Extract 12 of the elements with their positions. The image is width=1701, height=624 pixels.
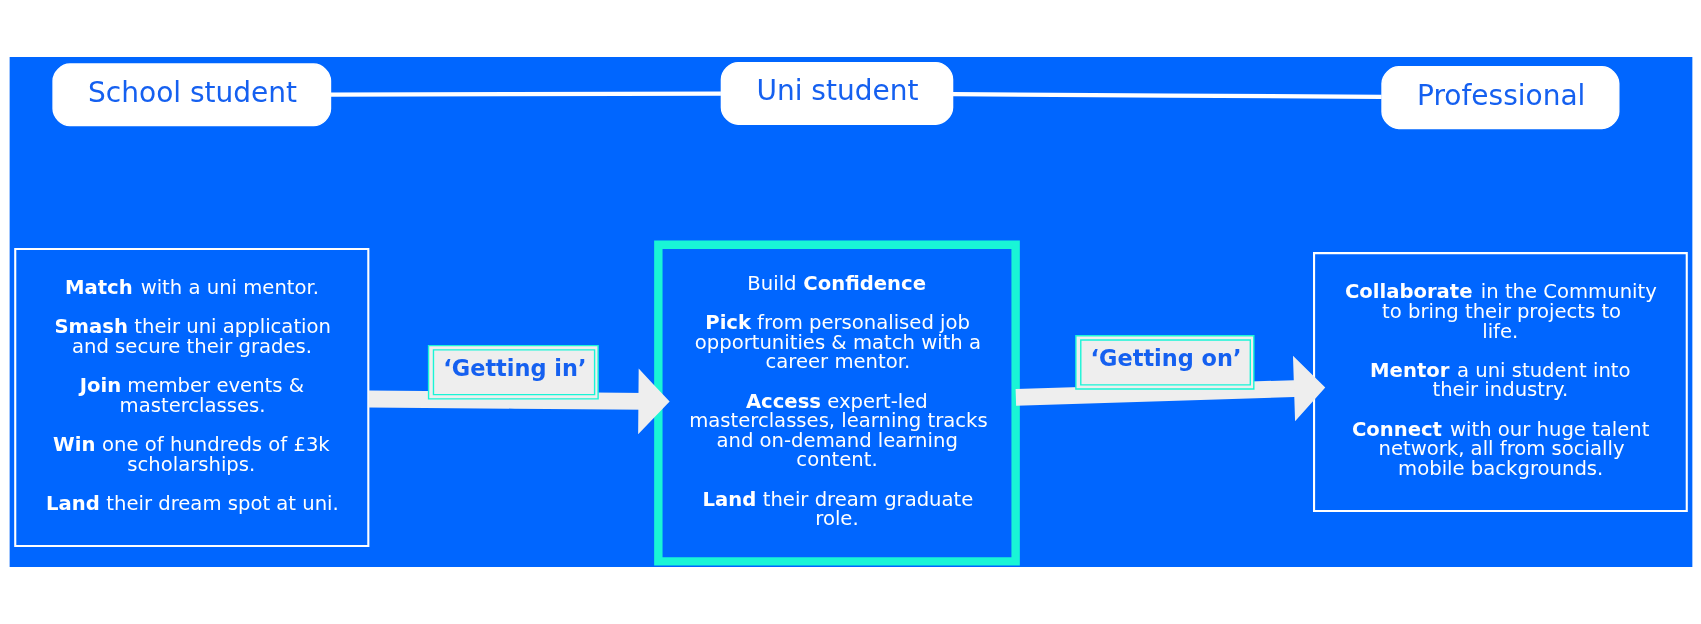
arrow [1015,355,1325,422]
connector [330,91,721,97]
connector [952,92,1382,99]
node-box: Professional [1380,66,1619,130]
edge-label: ‘Getting in’ [442,355,586,382]
node-box: Match with a uni mentor. Smash their uni application and secure their grades. Join member events & masterclasses. Win one of hundreds of £3k scholarships. Land their dream spot at uni. [13,247,369,548]
edge-label: ‘Getting on’ [1090,345,1241,372]
node-box: Uni student [720,61,953,125]
node-box: Collaborate in the Community to bring their projects to life. Mentor a uni student into their industry. Connect with our huge talent network, all from socially mobile backgrounds. [1312,252,1688,512]
arrow [368,368,670,435]
node-box: School student [51,63,331,127]
node-box: Build Confidence Pick from personalised job opportunities & match with a career mentor. Access expert-led masterclasses, learning tracks and on-demand learning content. Land their dream graduate role. [653,240,1020,566]
